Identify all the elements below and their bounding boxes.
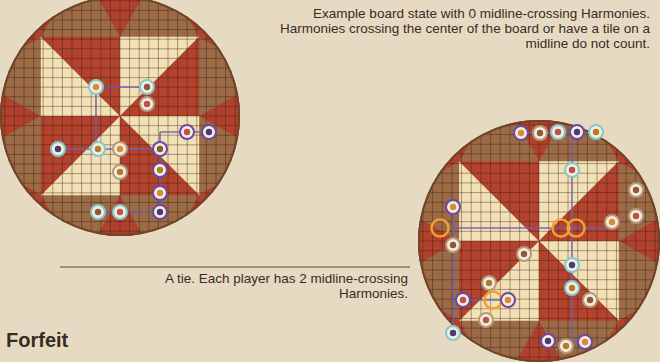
tile-symbol xyxy=(521,251,527,257)
tile xyxy=(446,238,460,252)
tile xyxy=(91,142,105,156)
tile-symbol xyxy=(545,338,551,344)
harmony-line xyxy=(159,149,161,212)
tile xyxy=(446,200,460,214)
harmony-line xyxy=(452,207,454,333)
board-caption: Example board state with 0 midline-cross… xyxy=(265,6,650,51)
tile xyxy=(517,247,531,261)
tile xyxy=(565,163,579,177)
tile-symbol xyxy=(569,262,575,268)
board-grid xyxy=(413,115,660,362)
tile xyxy=(113,142,127,156)
tile-symbol xyxy=(609,219,615,225)
tile-symbol xyxy=(184,129,190,135)
tile xyxy=(514,126,528,140)
crossing-ring xyxy=(432,220,449,237)
tile xyxy=(456,293,470,307)
board-grid xyxy=(0,0,245,241)
tile-symbol xyxy=(157,209,163,215)
tile-symbol xyxy=(450,330,456,336)
board-rim xyxy=(419,121,659,361)
tile xyxy=(202,125,216,139)
tile xyxy=(180,125,194,139)
tile-symbol xyxy=(157,146,163,152)
tile xyxy=(153,186,167,200)
section-heading: Forfeit xyxy=(6,328,206,352)
tile-symbol xyxy=(117,146,123,152)
tile-symbol xyxy=(537,130,543,136)
tile-symbol xyxy=(157,190,163,196)
tile-symbol xyxy=(582,339,588,345)
tile xyxy=(578,335,592,349)
tile-symbol xyxy=(633,213,639,219)
tile xyxy=(482,276,496,290)
tile-symbol xyxy=(486,280,492,286)
tile xyxy=(541,334,555,348)
tile-symbol xyxy=(460,297,466,303)
tile-symbol xyxy=(206,129,212,135)
pai-sho-board xyxy=(0,0,245,241)
tile xyxy=(551,125,565,139)
tile-symbol xyxy=(574,129,580,135)
tile-symbol xyxy=(563,343,569,349)
tile xyxy=(140,80,154,94)
tile-symbol xyxy=(93,84,99,90)
tile-symbol xyxy=(144,101,150,107)
tile xyxy=(559,339,573,353)
tile xyxy=(113,165,127,179)
tile-symbol xyxy=(569,285,575,291)
tile xyxy=(583,293,597,307)
tile-symbol xyxy=(117,209,123,215)
tile xyxy=(140,97,154,111)
tile-symbol xyxy=(555,129,561,135)
tile xyxy=(629,209,643,223)
tile-symbol xyxy=(450,242,456,248)
harmony-line xyxy=(58,148,160,150)
tile xyxy=(89,80,103,94)
tile-symbol xyxy=(483,317,489,323)
tile xyxy=(446,326,460,340)
crossing-ring xyxy=(568,220,585,237)
tile xyxy=(153,142,167,156)
tile xyxy=(565,258,579,272)
tile xyxy=(570,125,584,139)
crossing-ring xyxy=(485,292,502,309)
tile-symbol xyxy=(55,146,61,152)
harmony-line xyxy=(95,87,97,149)
tile xyxy=(113,205,127,219)
tile xyxy=(91,205,105,219)
harmony-line xyxy=(98,211,160,213)
tile xyxy=(605,215,619,229)
tile-symbol xyxy=(505,297,511,303)
tile-symbol xyxy=(95,146,101,152)
tile-symbol xyxy=(569,167,575,173)
tile xyxy=(629,183,643,197)
tile xyxy=(479,313,493,327)
tile xyxy=(501,293,515,307)
tile-symbol xyxy=(117,169,123,175)
tile-symbol xyxy=(518,130,524,136)
tile-symbol xyxy=(587,297,593,303)
tile xyxy=(51,142,65,156)
leader-line xyxy=(60,267,410,268)
tile-symbol xyxy=(593,129,599,135)
tile xyxy=(589,125,603,139)
tile xyxy=(153,163,167,177)
tile xyxy=(565,281,579,295)
tile xyxy=(533,126,547,140)
board-disc xyxy=(418,120,660,362)
tile-symbol xyxy=(95,209,101,215)
tile xyxy=(153,205,167,219)
tile-symbol xyxy=(157,167,163,173)
tile-symbol xyxy=(450,204,456,210)
pai-sho-board xyxy=(413,115,660,362)
board-caption: A tie. Each player has 2 midline-crossin… xyxy=(108,271,408,301)
board-rim xyxy=(1,0,239,235)
harmony-line xyxy=(453,227,612,229)
tile-symbol xyxy=(633,187,639,193)
tile-symbol xyxy=(144,84,150,90)
